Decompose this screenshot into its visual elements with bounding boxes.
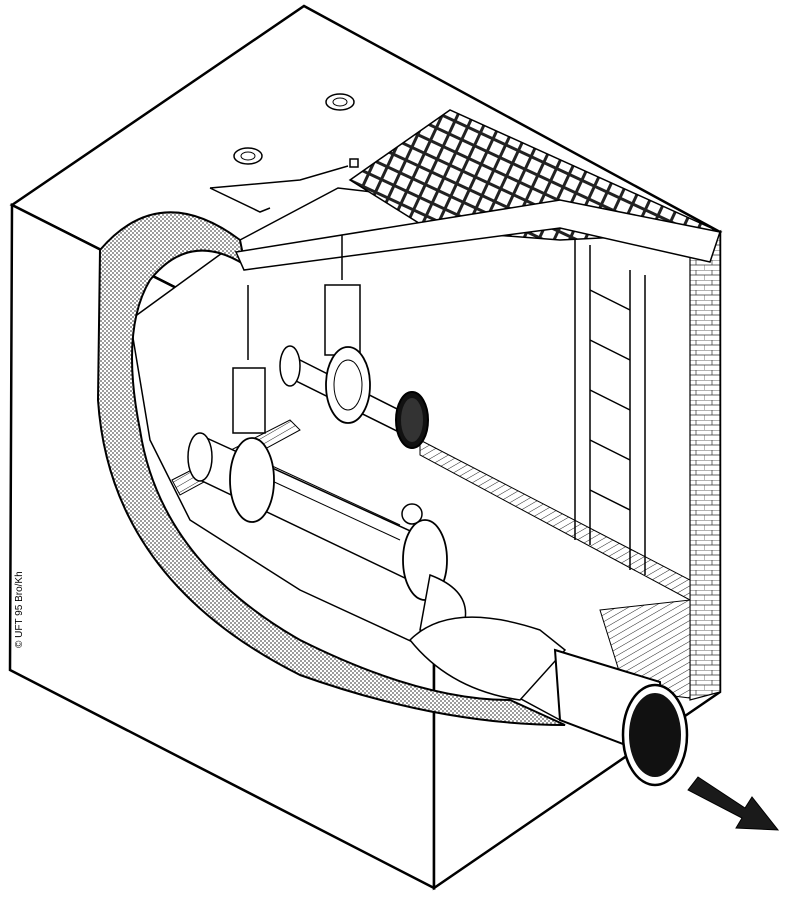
upper-gate-valve — [324, 284, 371, 424]
copyright-credit: © UFT 95 Bro/Kh — [14, 571, 25, 648]
manhole-cover-icon — [233, 147, 263, 165]
outlet-pipe — [553, 648, 689, 787]
support-beam — [234, 199, 721, 271]
channel-bowl — [408, 616, 567, 701]
manhole-cover-icon — [325, 93, 355, 111]
operating-key-icon — [209, 158, 359, 213]
access-ladder — [574, 240, 646, 575]
arrow-right-down-icon — [687, 776, 780, 831]
brick-wall — [689, 230, 721, 701]
lower-gate-valve — [229, 367, 275, 523]
curved-wall-section — [96, 211, 566, 726]
